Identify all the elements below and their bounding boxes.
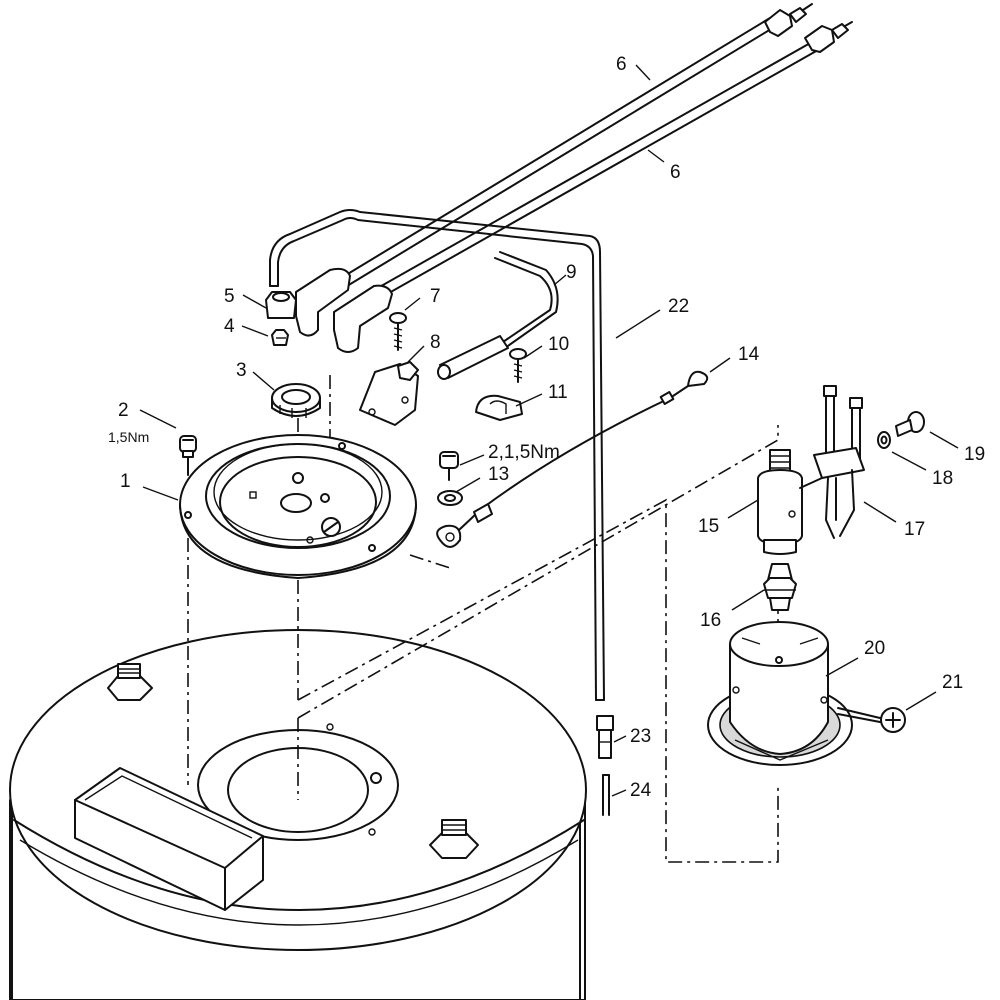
fitting-23 (596, 715, 614, 759)
tank-fitting-right (429, 819, 479, 859)
callout-15: 15 (698, 516, 719, 537)
callout-24: 24 (630, 780, 652, 801)
ring-nut-3 (271, 383, 321, 418)
tube-end-24 (602, 774, 610, 816)
screw-10 (509, 348, 527, 383)
callout-16: 16 (700, 610, 721, 631)
ignition-cable-6b (333, 21, 853, 353)
screw-7 (389, 312, 407, 351)
screw-19 (895, 411, 925, 437)
callout-11: 11 (548, 382, 568, 403)
connector-8 (359, 361, 419, 426)
ignition-cable-6a (295, 3, 813, 337)
callout-2: 2 (118, 400, 129, 421)
callout-19: 19 (964, 444, 985, 465)
callout-13: 13 (488, 464, 509, 485)
burner-head-20 (707, 621, 853, 766)
callout-4: 4 (224, 316, 235, 337)
callout-17: 17 (904, 519, 925, 540)
callout-18: 18 (932, 468, 953, 489)
washer-18 (877, 431, 891, 449)
electrodes-17 (799, 385, 865, 539)
callout-12: 2,1,5Nm (488, 442, 560, 463)
callout-10: 10 (548, 334, 569, 355)
tank-fitting-left (107, 663, 153, 701)
washer-13 (437, 490, 463, 506)
earth-cable-14 (436, 370, 709, 548)
callout-3: 3 (236, 360, 247, 381)
sensor-9 (437, 251, 559, 380)
burner-mounting-plate (179, 434, 417, 579)
callout-6b: 6 (670, 162, 681, 183)
callout-23: 23 (630, 726, 651, 747)
flue-box (74, 767, 264, 911)
screw-12 (439, 451, 459, 481)
nut-5 (265, 291, 297, 319)
callout-7: 7 (430, 286, 441, 307)
nozzle-16 (763, 563, 797, 611)
callout-14: 14 (738, 344, 760, 365)
insert-4 (271, 329, 289, 346)
callout-6a: 6 (616, 54, 627, 75)
callout-2-torque: 1,5Nm (108, 429, 149, 445)
tank-opening (197, 723, 399, 841)
callout-8: 8 (430, 332, 441, 353)
callout-22: 22 (668, 296, 689, 317)
callout-20: 20 (864, 638, 885, 659)
preheater-15 (757, 449, 803, 555)
clip-11 (475, 394, 523, 421)
callout-1: 1 (120, 471, 131, 492)
callout-labels: 1 2 1,5Nm 3 4 5 6 6 7 8 9 10 11 2,1,5Nm … (108, 54, 985, 801)
screw-2 (179, 435, 197, 476)
callout-9: 9 (566, 262, 577, 283)
callout-5: 5 (224, 286, 235, 307)
tube-22 (269, 209, 605, 701)
leader-lines (139, 64, 959, 797)
callout-21: 21 (942, 672, 963, 693)
screw-21 (837, 707, 906, 733)
